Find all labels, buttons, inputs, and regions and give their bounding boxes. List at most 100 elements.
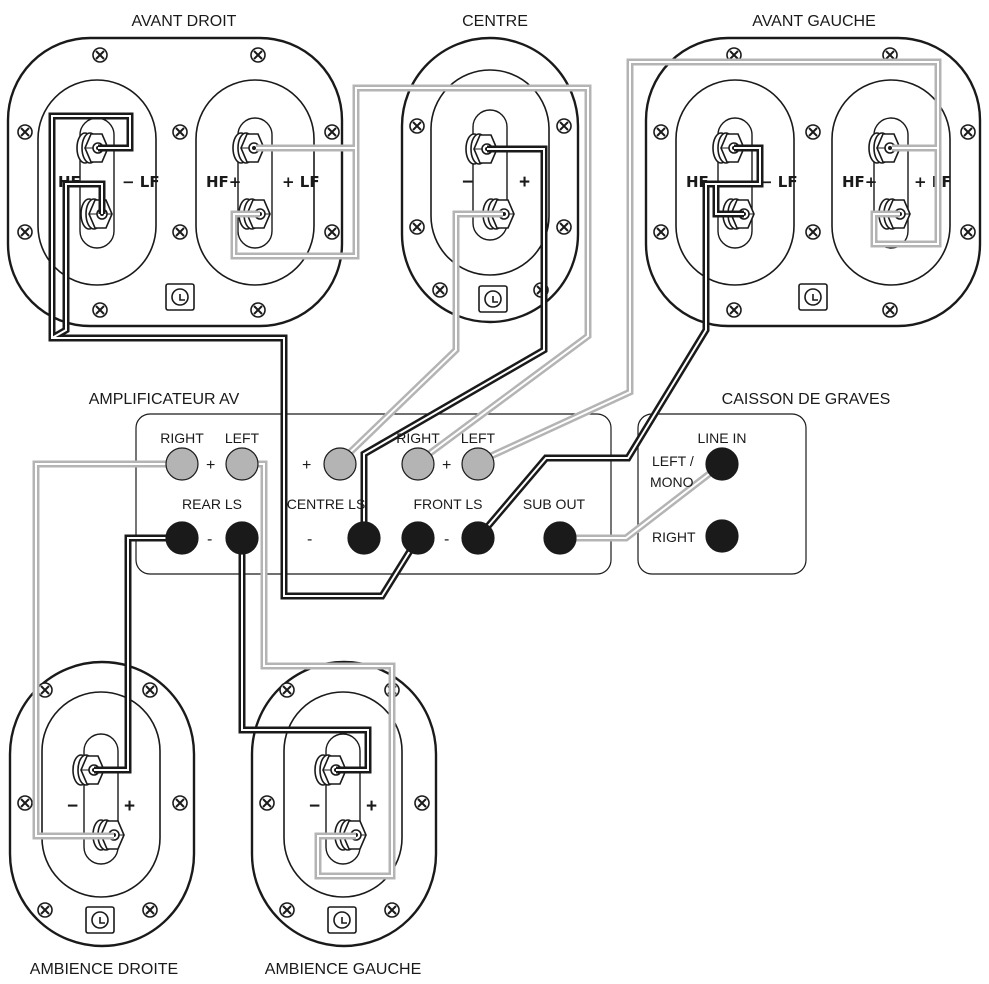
label-minus: - <box>207 531 212 548</box>
screw-icon <box>805 124 821 140</box>
screw-icon <box>279 682 295 698</box>
jack-front-left-positive[interactable] <box>461 447 495 481</box>
logo-badge-icon <box>165 283 195 311</box>
speaker-front-right-title: AVANT DROIT <box>132 13 237 30</box>
screw-icon <box>556 219 572 235</box>
screw-icon <box>92 302 108 318</box>
label-hf-plus: HF+ <box>842 173 877 191</box>
jack-sub-line-in-left-mono[interactable] <box>705 447 739 481</box>
label-minus: - <box>444 531 449 548</box>
jack-rear-right-negative[interactable] <box>165 521 199 555</box>
jack-rear-left-negative[interactable] <box>225 521 259 555</box>
subwoofer-panel <box>637 413 807 575</box>
screw-icon <box>142 902 158 918</box>
screw-icon <box>324 124 340 140</box>
jack-rear-left-positive[interactable] <box>225 447 259 481</box>
screw-icon <box>384 902 400 918</box>
label-minus: − <box>309 796 320 817</box>
speaker-surround-left-title: AMBIENCE GAUCHE <box>265 961 421 978</box>
screw-icon <box>414 795 430 811</box>
label-plus: + <box>124 796 135 817</box>
jack-rear-right-positive[interactable] <box>165 447 199 481</box>
jack-sub-out[interactable] <box>543 521 577 555</box>
amplifier-title: AMPLIFICATEUR AV <box>89 391 240 408</box>
screw-icon <box>37 682 53 698</box>
screw-icon <box>92 47 108 63</box>
screw-icon <box>324 224 340 240</box>
speaker-front-left-title: AVANT GAUCHE <box>752 13 876 30</box>
binding-post-icon <box>80 198 113 230</box>
speaker-center-title: CENTRE <box>462 13 528 30</box>
jack-sub-line-in-right[interactable] <box>705 519 739 553</box>
label-line-in: LINE IN <box>697 430 746 446</box>
screw-icon <box>172 795 188 811</box>
label-plus: + <box>206 457 215 474</box>
screw-icon <box>960 224 976 240</box>
logo-badge-icon <box>478 285 508 313</box>
screw-icon <box>279 902 295 918</box>
label-minus: − <box>67 796 78 817</box>
label-lf-plus: + LF <box>914 173 952 191</box>
screw-icon <box>259 795 275 811</box>
label-rear-left: LEFT <box>225 430 260 446</box>
amplifier-jacks <box>165 447 577 555</box>
screw-icon <box>432 282 448 298</box>
label-plus: + <box>366 796 377 817</box>
label-plus: + <box>302 457 311 474</box>
screw-icon <box>172 224 188 240</box>
screw-icon <box>726 302 742 318</box>
screw-icon <box>250 302 266 318</box>
jack-front-left-negative[interactable] <box>461 521 495 555</box>
label-minus: - <box>307 531 312 548</box>
amplifier-labels: RIGHT LEFT + + RIGHT LEFT + REAR LS CENT… <box>160 430 585 548</box>
label-left-mono-line2: MONO <box>650 474 694 490</box>
label-lf-minus: − LF <box>122 173 160 191</box>
subwoofer-jacks <box>705 447 739 553</box>
speaker-surround-right-title: AMBIENCE DROITE <box>30 961 178 978</box>
label-plus: + <box>519 172 530 193</box>
label-rear-right: RIGHT <box>160 430 204 446</box>
logo-badge-icon <box>798 283 828 311</box>
label-front-ls: FRONT LS <box>414 496 483 512</box>
screw-icon <box>250 47 266 63</box>
label-plus: + <box>442 457 451 474</box>
screw-icon <box>142 682 158 698</box>
label-rear-ls: REAR LS <box>182 496 242 512</box>
label-sub-out: SUB OUT <box>523 496 586 512</box>
screw-icon <box>556 118 572 134</box>
jack-centre-positive[interactable] <box>323 447 357 481</box>
screw-icon <box>960 124 976 140</box>
screw-icon <box>653 124 669 140</box>
label-minus: − <box>462 172 473 193</box>
speaker-front-left: HF− − LF HF+ + LF <box>644 36 982 328</box>
screw-icon <box>17 124 33 140</box>
screw-icon <box>882 302 898 318</box>
jack-centre-negative[interactable] <box>347 521 381 555</box>
screw-icon <box>37 902 53 918</box>
label-lf-plus: + LF <box>282 173 320 191</box>
subwoofer-title: CAISSON DE GRAVES <box>722 391 891 408</box>
screw-icon <box>409 118 425 134</box>
screw-icon <box>653 224 669 240</box>
speaker-front-right: HF− − LF HF+ + LF <box>6 36 344 328</box>
label-front-right: RIGHT <box>396 430 440 446</box>
screw-icon <box>17 224 33 240</box>
jack-front-right-negative[interactable] <box>401 521 435 555</box>
screw-icon <box>172 124 188 140</box>
label-lf-minus: − LF <box>760 173 798 191</box>
label-left-mono-line1: LEFT / <box>652 453 694 469</box>
subwoofer-labels: LINE IN LEFT / MONO RIGHT <box>650 430 747 545</box>
speaker-surround-left: − + <box>250 660 438 948</box>
screw-icon <box>805 224 821 240</box>
label-right: RIGHT <box>652 529 696 545</box>
speaker-center: − + <box>400 36 580 324</box>
logo-badge-icon <box>85 906 115 934</box>
logo-badge-icon <box>327 906 357 934</box>
screw-icon <box>17 795 33 811</box>
screw-icon <box>409 219 425 235</box>
jack-front-right-positive[interactable] <box>401 447 435 481</box>
label-centre-ls: CENTRE LS <box>287 496 366 512</box>
label-hf-plus: HF+ <box>206 173 241 191</box>
